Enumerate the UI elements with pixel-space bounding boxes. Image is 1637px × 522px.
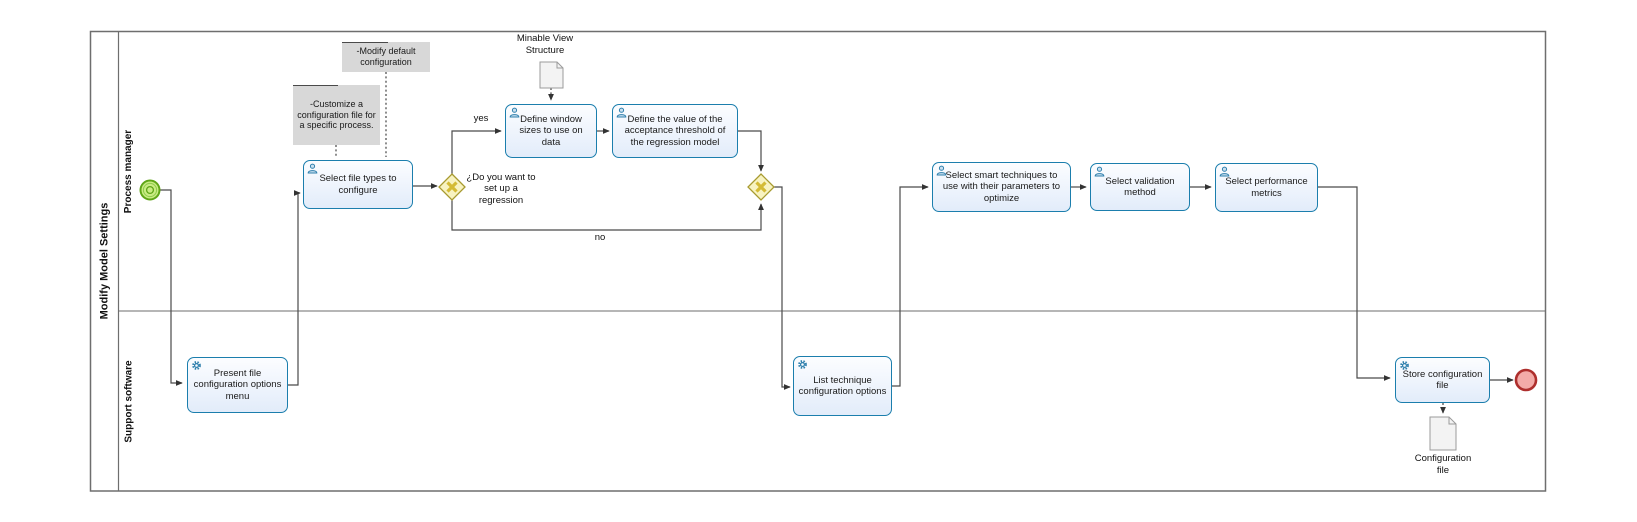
task-store-configuration-file[interactable]: Store configuration file	[1395, 357, 1490, 403]
flow-performance-to-store	[1318, 186, 1391, 381]
lane-title-process-manager: Process manager	[123, 129, 135, 213]
task-label: Define window sizes to use on data	[519, 114, 583, 148]
flow-merge-to-list-technique	[774, 186, 791, 390]
task-select-performance-metrics[interactable]: Select performance metrics	[1215, 163, 1318, 212]
flow-threshold-to-merge-gateway	[738, 130, 764, 172]
user-icon	[1094, 166, 1105, 177]
task-list-technique-options[interactable]: List technique configuration options	[793, 356, 892, 416]
task-label: Store configuration file	[1402, 368, 1483, 391]
task-label: Select validation method	[1105, 175, 1175, 198]
flow-no-to-merge-gateway	[451, 200, 764, 231]
task-label: Select smart techniques to use with thei…	[942, 170, 1061, 204]
annotation-text: -Customize a configuration file for a sp…	[297, 98, 376, 131]
user-icon	[616, 107, 627, 118]
flow-list-technique-to-select-smart	[892, 184, 929, 387]
user-icon	[509, 107, 520, 118]
pool-header: Modify Model Settings	[90, 31, 118, 491]
task-select-smart-techniques[interactable]: Select smart techniques to use with thei…	[932, 162, 1071, 212]
config-file-data-object[interactable]	[1429, 416, 1457, 451]
task-label: Define the value of the acceptance thres…	[624, 114, 726, 148]
flow-present-menu-to-select-file	[288, 190, 301, 386]
minable-view-data-object[interactable]	[539, 61, 564, 89]
task-define-window-sizes[interactable]: Define window sizes to use on data	[505, 104, 597, 158]
merge-gateway-xor[interactable]	[747, 173, 775, 201]
task-label: Select performance metrics	[1225, 176, 1308, 199]
split-gateway-xor[interactable]	[438, 173, 466, 201]
flow-yes-to-define-window	[451, 128, 502, 174]
config-file-label: Configuration file	[1414, 453, 1472, 476]
pool-title: Modify Model Settings	[98, 202, 111, 320]
task-define-threshold[interactable]: Define the value of the acceptance thres…	[612, 104, 738, 158]
annotation-modify-default[interactable]: -Modify default configuration	[342, 42, 430, 72]
flow-label-yes: yes	[473, 113, 489, 124]
lane-header-support-software: Support software	[118, 311, 140, 491]
flow-label-no: no	[594, 232, 606, 243]
gear-icon	[798, 360, 807, 369]
task-select-validation-method[interactable]: Select validation method	[1090, 163, 1190, 211]
annotation-text: -Modify default configuration	[356, 46, 416, 67]
start-event[interactable]	[139, 179, 161, 201]
annotation-customize[interactable]: -Customize a configuration file for a sp…	[293, 85, 380, 145]
gear-icon	[1400, 361, 1409, 370]
gear-icon	[192, 361, 201, 370]
lane-title-support-software: Support software	[123, 359, 135, 443]
task-present-file-menu[interactable]: Present file configuration options menu	[187, 357, 288, 413]
lane-header-process-manager: Process manager	[118, 31, 140, 311]
flow-start-to-present-menu	[159, 189, 183, 386]
minable-view-label: Minable View Structure	[516, 33, 574, 56]
task-label: Present file configuration options menu	[193, 368, 282, 402]
task-label: List technique configuration options	[798, 374, 887, 397]
user-icon	[936, 165, 947, 176]
user-icon	[307, 163, 318, 174]
end-event[interactable]	[1514, 368, 1538, 392]
split-gateway-question: ¿Do you want to set up a regression	[466, 172, 536, 206]
task-select-file-types[interactable]: Select file types to configure	[303, 160, 413, 209]
task-label: Select file types to configure	[319, 173, 397, 196]
pool-border	[89, 30, 1547, 492]
user-icon	[1219, 166, 1230, 177]
